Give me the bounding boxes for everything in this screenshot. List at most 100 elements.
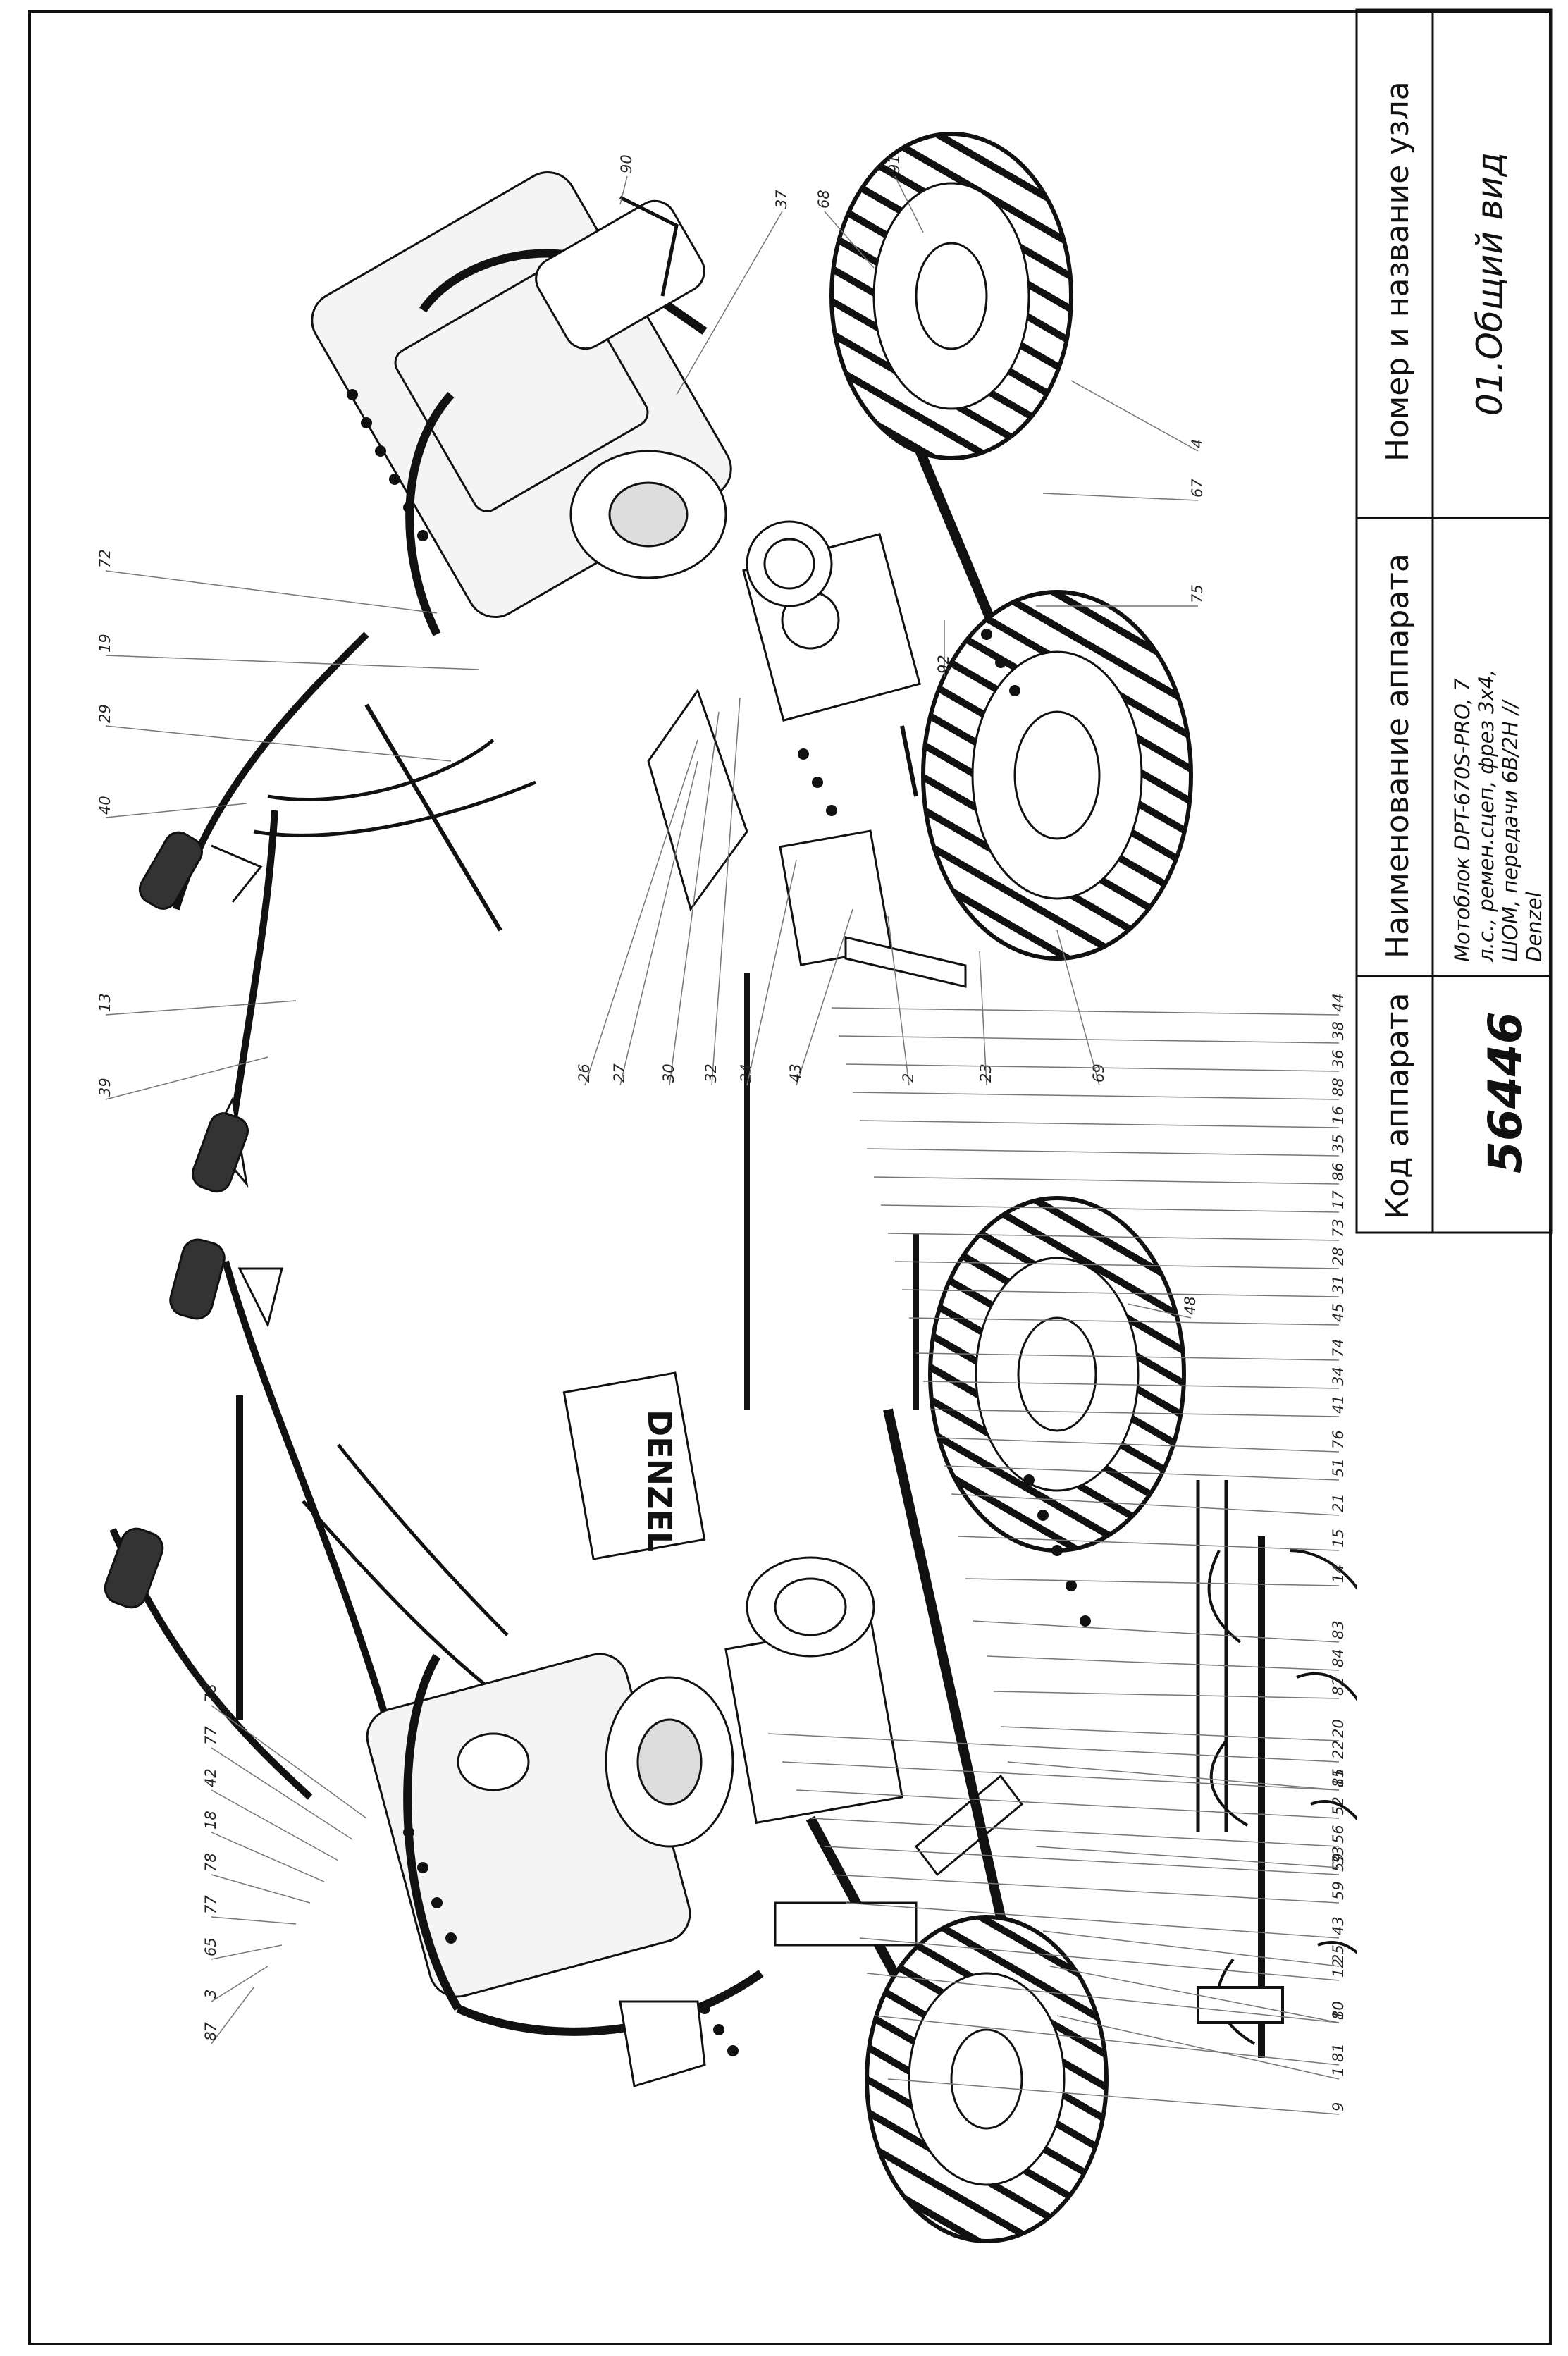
callout-number: 68 [815, 190, 832, 209]
callout-number: 85 [1330, 1768, 1347, 1787]
callout-leader [1056, 2015, 1340, 2080]
callout-number: 87 [202, 2022, 219, 2041]
callout-leader [1056, 930, 1100, 1086]
callout-number: 51 [1330, 1458, 1347, 1477]
callout-leader [796, 1789, 1340, 1819]
callout-leader [796, 908, 853, 1086]
callout-number: 82 [1330, 1677, 1347, 1696]
callout-number: 41 [1330, 1395, 1347, 1414]
callout-leader [669, 711, 720, 1086]
callout-number: 17 [1330, 1190, 1347, 1209]
callout-leader [852, 1092, 1340, 1100]
callout-leader [887, 1233, 1340, 1241]
callout-number: 81 [1330, 2043, 1347, 2062]
callout-leader [894, 175, 924, 233]
callout-number: 4 [1189, 439, 1206, 448]
callout-number: 3 [202, 1990, 219, 1999]
exploded-view-drawing: DENZEL [104, 132, 1357, 2243]
callout-number: 20 [1330, 1719, 1347, 1738]
callout-number: 16 [1330, 1106, 1347, 1125]
callout-number: 24 [738, 1063, 755, 1083]
callout-leader [105, 1056, 268, 1100]
callout-number: 14 [1330, 1564, 1347, 1583]
callout-leader [958, 1536, 1340, 1551]
callout-leader [211, 1874, 311, 1904]
callout-leader [972, 1620, 1340, 1643]
callout-number: 25 [1330, 1944, 1347, 1963]
callout-number: 40 [97, 796, 113, 815]
callout-leader [831, 1007, 1340, 1016]
callout-number: 33 [1330, 1846, 1347, 1865]
callout-leader [866, 1148, 1340, 1157]
callout-number: 9 [1330, 2102, 1347, 2111]
callout-number: 78 [202, 1684, 219, 1703]
callout-leader [838, 1035, 1340, 1044]
callout-group-lower: 9818012435959565285221102533112082848314… [202, 993, 1347, 2115]
callout-leader [944, 1465, 1340, 1481]
callout-leader [1007, 1761, 1340, 1791]
callout-leader [894, 1261, 1340, 1269]
sheet-border [28, 10, 1552, 2345]
callout-leader [908, 1317, 1340, 1326]
callout-leader [873, 2015, 1340, 2066]
callout-number: 48 [1182, 1296, 1199, 1315]
callout-number: 2 [900, 1073, 917, 1083]
callout-number: 42 [202, 1768, 219, 1787]
callout-leader [880, 1204, 1340, 1213]
callout-number: 43 [1330, 1916, 1347, 1935]
callout-leader [619, 175, 628, 205]
callout-leader [1049, 1966, 1340, 2023]
callout-number: 35 [1330, 1134, 1347, 1153]
callout-number: 34 [1330, 1367, 1347, 1386]
callout-leader [951, 1493, 1340, 1516]
callout-number: 21 [1330, 1493, 1347, 1512]
callout-number: 73 [1330, 1219, 1347, 1238]
name-header: Наименование аппарата [1380, 553, 1416, 958]
callout-leader [1127, 1303, 1192, 1319]
callout-leader [937, 1437, 1340, 1453]
callout-number: 37 [773, 190, 790, 209]
callout-number: 69 [1090, 1063, 1107, 1083]
callout-number: 78 [202, 1853, 219, 1872]
callout-leader [711, 697, 741, 1086]
code-header: Код аппарата [1380, 992, 1416, 1219]
callout-leader [676, 211, 783, 395]
callout-leader [930, 1409, 1340, 1417]
callout-number: 43 [787, 1063, 804, 1083]
node-value: 01.Общий вид [1469, 152, 1510, 416]
callout-leader [1042, 493, 1199, 501]
callout-number: 59 [1330, 1853, 1347, 1872]
callout-number: 39 [97, 1078, 113, 1097]
node-header: Номер и название узла [1380, 81, 1416, 462]
callout-leader [211, 1747, 353, 1840]
callout-number: 36 [1330, 1049, 1347, 1068]
callout-leader [831, 1874, 1340, 1904]
callout-leader [1070, 380, 1199, 452]
callout-leader [859, 1120, 1340, 1128]
callout-number: 45 [1330, 1303, 1347, 1322]
callout-leader [782, 1761, 1340, 1791]
callout-number: 56 [1330, 1825, 1347, 1844]
callout-number: 1 [1330, 2067, 1347, 2076]
callout-number: 28 [1330, 1247, 1347, 1266]
callout-number: 88 [1330, 1078, 1347, 1097]
callout-leader [211, 1705, 367, 1819]
callout-number: 10 [1330, 2001, 1347, 2020]
callout-number: 13 [97, 993, 113, 1012]
callout-leader [746, 859, 797, 1086]
callout-number: 84 [1330, 1648, 1347, 1667]
callout-number: 77 [202, 1895, 219, 1914]
callout-leader [986, 1655, 1340, 1671]
upper-view [138, 132, 1193, 1193]
callout-number: 12 [1330, 1959, 1347, 1978]
callout-leader [1000, 1726, 1340, 1741]
callout-number: 80 [1330, 2001, 1347, 2020]
callout-number: 32 [703, 1063, 720, 1083]
callout-leader [859, 1937, 1340, 1981]
callout-number: 11 [1330, 1768, 1347, 1787]
callout-number: 75 [1189, 584, 1206, 603]
callout-number: 72 [97, 549, 113, 568]
callout-leader [1035, 1846, 1340, 1868]
callout-leader [901, 1289, 1340, 1297]
